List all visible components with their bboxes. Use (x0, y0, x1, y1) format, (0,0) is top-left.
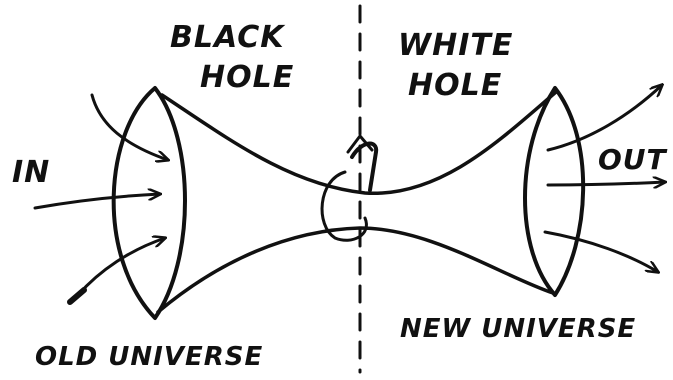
in-arrow-2 (35, 194, 160, 208)
in-arrow-3 (78, 238, 165, 295)
out-arrow-2 (548, 182, 665, 185)
in-label: IN (12, 155, 50, 190)
funnel-lower-edge (158, 228, 553, 312)
black-hole-title-line2: HOLE (200, 60, 294, 95)
in-arrow-tail (70, 290, 84, 302)
in-arrow-1 (92, 95, 168, 160)
black-hole-title-line1: BLACK (170, 20, 285, 55)
white-hole-title-line1: WHITE (398, 28, 513, 63)
out-arrow-1 (548, 85, 662, 150)
black-hole-mouth (114, 88, 185, 318)
out-arrow-3 (545, 232, 658, 272)
out-label: OUT (598, 143, 667, 176)
white-hole-mouth (525, 88, 583, 295)
new-universe-label: NEW UNIVERSE (400, 314, 636, 344)
white-hole-title-line2: HOLE (408, 68, 502, 103)
old-universe-label: OLD UNIVERSE (35, 342, 263, 372)
